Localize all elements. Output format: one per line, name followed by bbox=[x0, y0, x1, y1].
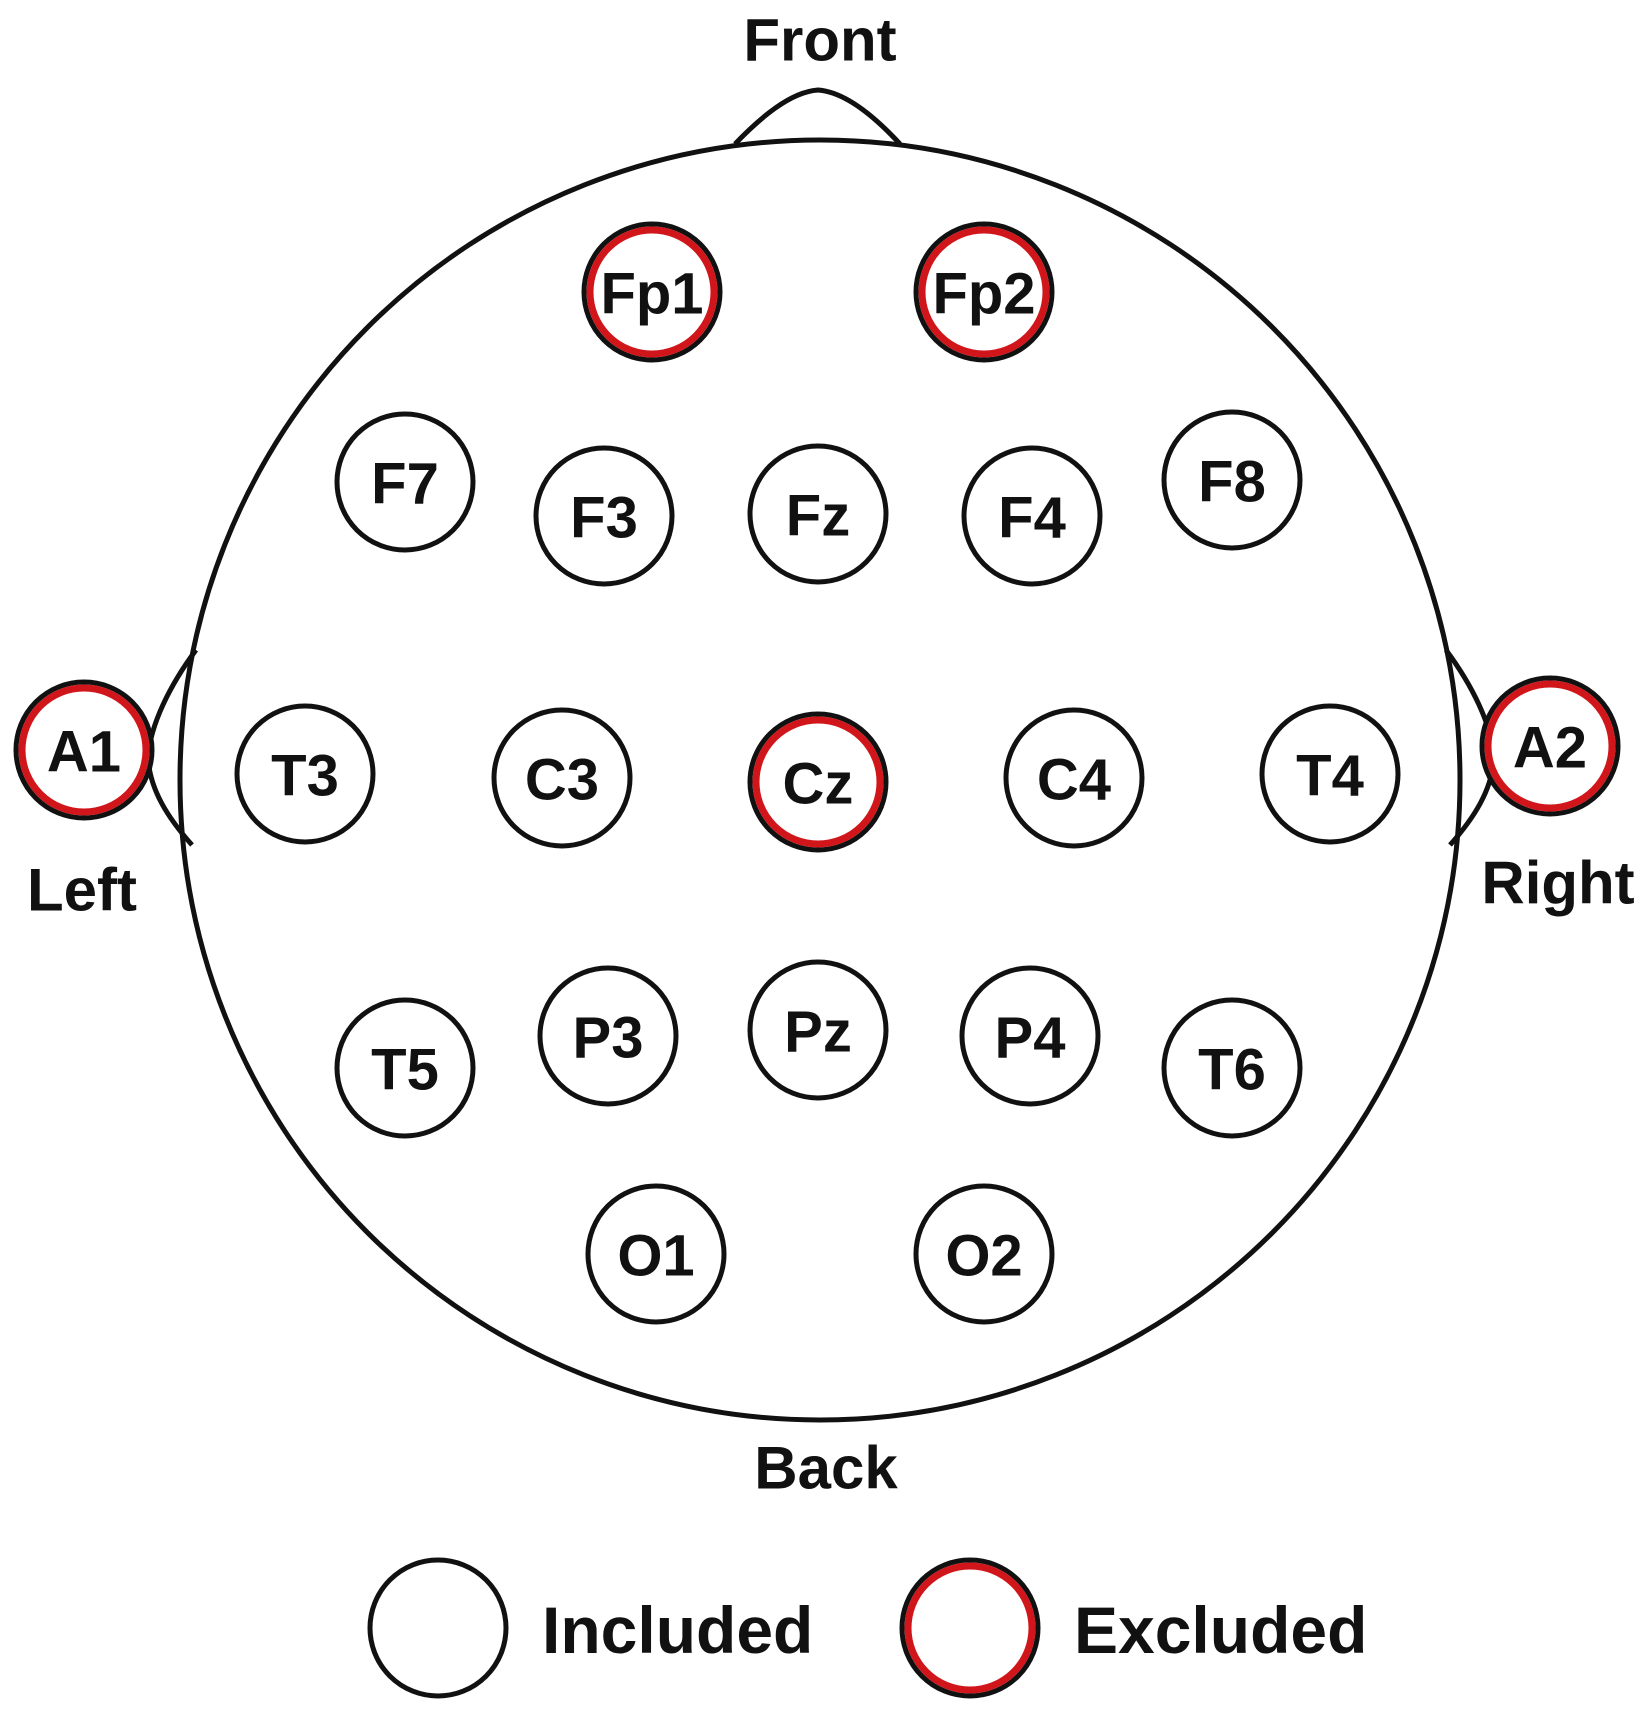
legend-excluded-item: Excluded bbox=[899, 1557, 1367, 1699]
electrode-fz-circle bbox=[747, 443, 889, 585]
electrode-t5-circle bbox=[334, 997, 476, 1139]
electrode-c3-circle bbox=[491, 707, 633, 849]
electrode-cz-label: Cz bbox=[783, 752, 854, 817]
electrode-fp2-circle bbox=[913, 221, 1055, 363]
electrode-o1-circle bbox=[585, 1183, 727, 1325]
electrode-f7-circle bbox=[334, 411, 476, 553]
electrode-f4-label: F4 bbox=[998, 486, 1066, 551]
legend-included-marker bbox=[367, 1557, 509, 1699]
electrode-f3: F3 bbox=[533, 445, 675, 587]
front-label: Front bbox=[743, 7, 896, 74]
electrode-a1-excluded-ring bbox=[18, 684, 150, 816]
electrode-t3: T3 bbox=[234, 703, 376, 845]
electrode-t6-label: T6 bbox=[1198, 1038, 1266, 1103]
electrode-pz-label: Pz bbox=[784, 1000, 852, 1065]
legend-included-label: Included bbox=[542, 1593, 813, 1667]
left-label: Left bbox=[27, 857, 137, 924]
electrode-t3-circle bbox=[234, 703, 376, 845]
electrode-o2-circle bbox=[913, 1183, 1055, 1325]
electrode-fp1-label: Fp1 bbox=[600, 262, 703, 327]
electrode-pz: Pz bbox=[747, 959, 889, 1101]
electrode-c4-label: C4 bbox=[1037, 748, 1111, 813]
legend-included-item: Included bbox=[367, 1557, 813, 1699]
electrode-p4-circle bbox=[959, 965, 1101, 1107]
electrode-c3: C3 bbox=[491, 707, 633, 849]
electrode-f8: F8 bbox=[1161, 409, 1303, 551]
nose-outline bbox=[733, 87, 902, 146]
electrode-f4-circle bbox=[961, 445, 1103, 587]
electrode-fz: Fz bbox=[747, 443, 889, 585]
electrode-fz-label: Fz bbox=[786, 484, 850, 549]
electrode-c3-label: C3 bbox=[525, 748, 599, 813]
electrode-a1-circle bbox=[13, 679, 155, 821]
electrode-p3-label: P3 bbox=[573, 1006, 644, 1071]
electrode-t5: T5 bbox=[334, 997, 476, 1139]
electrode-f8-label: F8 bbox=[1198, 450, 1266, 515]
electrode-cz-circle bbox=[747, 711, 889, 853]
electrode-o1: O1 bbox=[585, 1183, 727, 1325]
electrode-o1-label: O1 bbox=[617, 1224, 694, 1289]
electrode-c4-circle bbox=[1003, 707, 1145, 849]
electrode-cz: Cz bbox=[747, 711, 889, 853]
electrode-f8-circle bbox=[1161, 409, 1303, 551]
electrode-f7: F7 bbox=[334, 411, 476, 553]
electrode-a2-excluded-ring bbox=[1484, 680, 1616, 812]
electrode-t4-label: T4 bbox=[1296, 744, 1364, 809]
electrode-a1-label: A1 bbox=[47, 720, 121, 785]
right-label: Right bbox=[1481, 850, 1634, 917]
electrode-fp1: Fp1 bbox=[581, 221, 723, 363]
electrode-t4-circle bbox=[1259, 703, 1401, 845]
electrode-o2: O2 bbox=[913, 1183, 1055, 1325]
electrode-fp2-excluded-ring bbox=[918, 226, 1050, 358]
electrode-fp1-excluded-ring bbox=[586, 226, 718, 358]
electrode-o2-label: O2 bbox=[945, 1224, 1022, 1289]
back-label: Back bbox=[754, 1435, 898, 1502]
electrode-p3-circle bbox=[537, 965, 679, 1107]
electrode-a1: A1 bbox=[13, 679, 155, 821]
electrode-f4: F4 bbox=[961, 445, 1103, 587]
electrode-p3: P3 bbox=[537, 965, 679, 1107]
electrode-t4: T4 bbox=[1259, 703, 1401, 845]
electrode-p4-label: P4 bbox=[995, 1006, 1066, 1071]
electrode-fp1-circle bbox=[581, 221, 723, 363]
legend-excluded-marker-ring bbox=[904, 1562, 1036, 1694]
electrode-p4: P4 bbox=[959, 965, 1101, 1107]
legend-excluded-label: Excluded bbox=[1074, 1593, 1367, 1667]
legend: Included Excluded bbox=[367, 1557, 1367, 1699]
electrode-a2-circle bbox=[1479, 675, 1621, 817]
electrode-pz-circle bbox=[747, 959, 889, 1101]
electrode-a2: A2 bbox=[1479, 675, 1621, 817]
electrode-fp2: Fp2 bbox=[913, 221, 1055, 363]
electrode-t6: T6 bbox=[1161, 997, 1303, 1139]
electrode-f3-circle bbox=[533, 445, 675, 587]
electrode-f7-label: F7 bbox=[371, 452, 439, 517]
electrode-fp2-label: Fp2 bbox=[932, 262, 1035, 327]
electrode-cz-excluded-ring bbox=[752, 716, 884, 848]
head-circle bbox=[177, 137, 1463, 1423]
electrode-f3-label: F3 bbox=[570, 486, 638, 551]
electrode-c4: C4 bbox=[1003, 707, 1145, 849]
electrode-t3-label: T3 bbox=[271, 744, 339, 809]
electrode-t6-circle bbox=[1161, 997, 1303, 1139]
electrode-t5-label: T5 bbox=[371, 1038, 439, 1103]
legend-excluded-marker-outer bbox=[899, 1557, 1041, 1699]
electrode-a2-label: A2 bbox=[1513, 716, 1587, 781]
